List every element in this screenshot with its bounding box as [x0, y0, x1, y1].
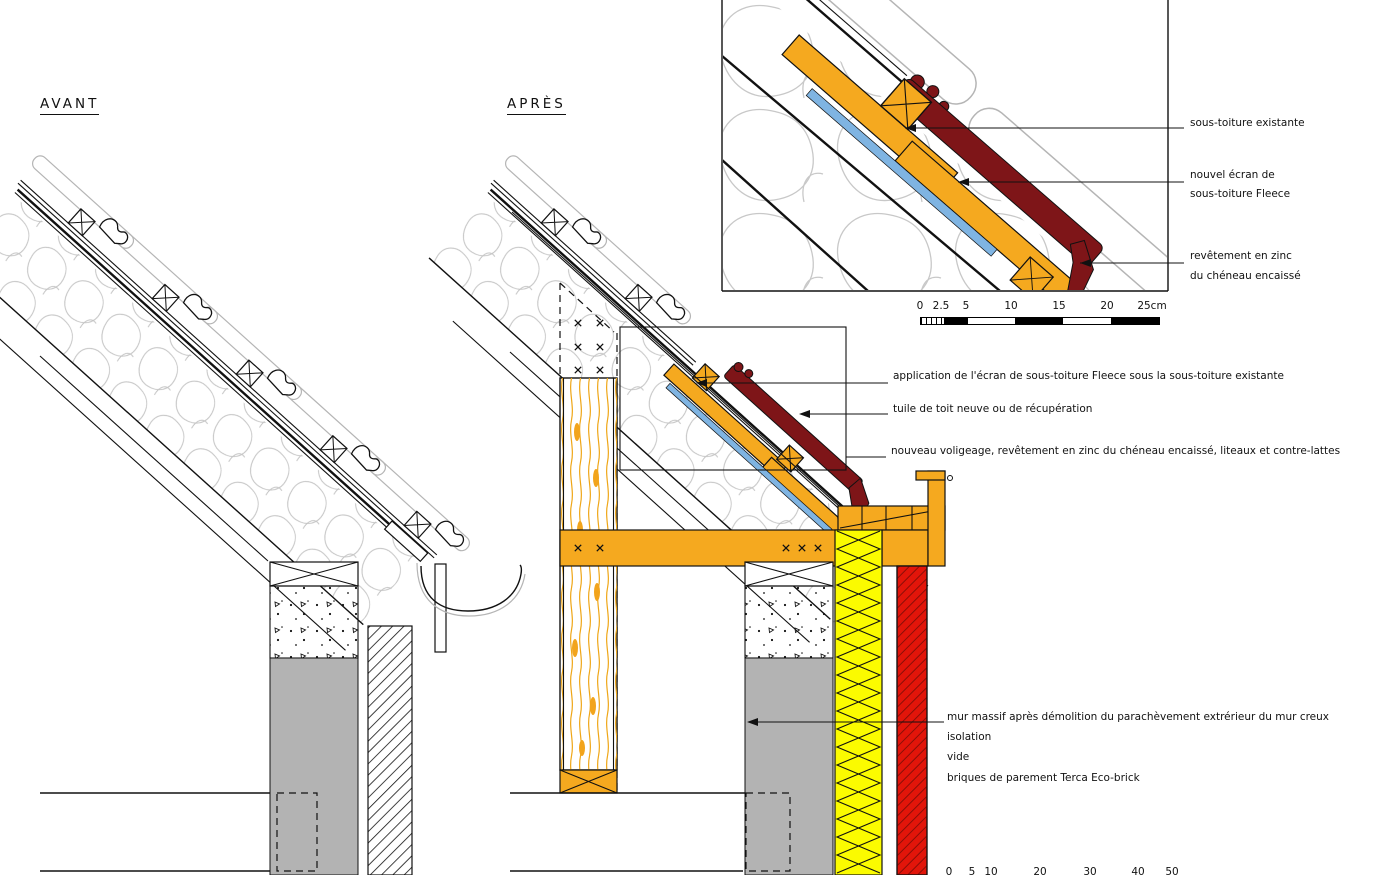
main-scale-50: 50 [1165, 866, 1179, 875]
apres-hidden-beam [745, 792, 791, 872]
label-isolation: isolation [947, 731, 992, 743]
avant-title: AVANT [40, 96, 100, 115]
main-scale-5: 5 [968, 866, 976, 875]
avant-masonry-wall [269, 657, 359, 875]
apres-concrete-band [744, 585, 834, 659]
main-scale-0: 0 [945, 866, 953, 875]
avant-sous-toiture-line [16, 188, 426, 558]
label-zinc-2: du chéneau encaissé [1190, 270, 1301, 282]
timber-post-base [559, 769, 618, 794]
avant-gutter [420, 564, 523, 612]
apres-insulation-panel [834, 529, 883, 875]
apres-title: APRÈS [507, 96, 566, 115]
apres-timber-structure [559, 282, 953, 794]
avant-roof-section [0, 155, 526, 653]
avant-insulation-band [0, 194, 418, 623]
apres-brick-veneer [896, 565, 928, 875]
label-sous-toiture-existante: sous-toiture existante [1190, 117, 1305, 129]
label-briques: briques de parement Terca Eco-brick [947, 772, 1140, 784]
apres-wall-section [510, 529, 928, 875]
detail-scale-bar [920, 317, 1160, 325]
avant-eaves-batten [383, 520, 429, 563]
label-application-fleece: application de l'écran de sous-toiture F… [893, 370, 1284, 382]
label-voligeage: nouveau voligeage, revêtement en zinc du… [891, 445, 1341, 457]
inset-existing-tile-1 [738, 0, 977, 105]
detail-callout-frame [619, 326, 847, 471]
main-scale-20: 20 [1033, 866, 1047, 875]
detail-scale-15: 15 [1052, 300, 1066, 312]
apres-new-voligeage [663, 363, 855, 543]
encased-gutter-box [837, 470, 953, 567]
apres-roof-section [428, 155, 929, 643]
avant-brick-veneer [367, 625, 413, 875]
timber-post [559, 377, 618, 771]
detail-scale-10: 10 [1004, 300, 1018, 312]
detail-scale-5: 5 [962, 300, 970, 312]
leader-lines [696, 124, 1184, 726]
main-scale-40: 40 [1131, 866, 1145, 875]
apres-insulation-band [429, 194, 891, 623]
timber-beam [559, 529, 839, 567]
detail-scale-25cm: 25cm [1137, 300, 1167, 312]
avant-gutter-outer [416, 562, 526, 617]
label-nouvel-ecran-1: nouvel écran de [1190, 169, 1275, 181]
label-tuile: tuile de toit neuve ou de récupération [893, 403, 1093, 415]
apres-masonry-wall [744, 657, 834, 875]
label-zinc-1: revêtement en zinc [1190, 250, 1292, 262]
inset-zinc-flashing [1041, 239, 1094, 290]
detail-scale-20: 20 [1100, 300, 1114, 312]
detail-inset [721, 0, 1169, 292]
inset-fleece-screen [805, 88, 998, 257]
label-mur-massif: mur massif après démolition du parachève… [947, 711, 1330, 723]
avant-concrete-band [269, 585, 359, 659]
label-vide: vide [947, 751, 970, 763]
label-nouvel-ecran-2: sous-toiture Fleece [1190, 188, 1291, 200]
detail-scale-2-5: 2.5 [932, 300, 950, 312]
apres-sous-toiture-line [489, 188, 893, 552]
main-scale-10: 10 [984, 866, 998, 875]
main-scale-30: 30 [1083, 866, 1097, 875]
detail-scale-0: 0 [916, 300, 924, 312]
avant-wall-section [40, 561, 413, 875]
avant-hidden-beam [276, 792, 318, 872]
